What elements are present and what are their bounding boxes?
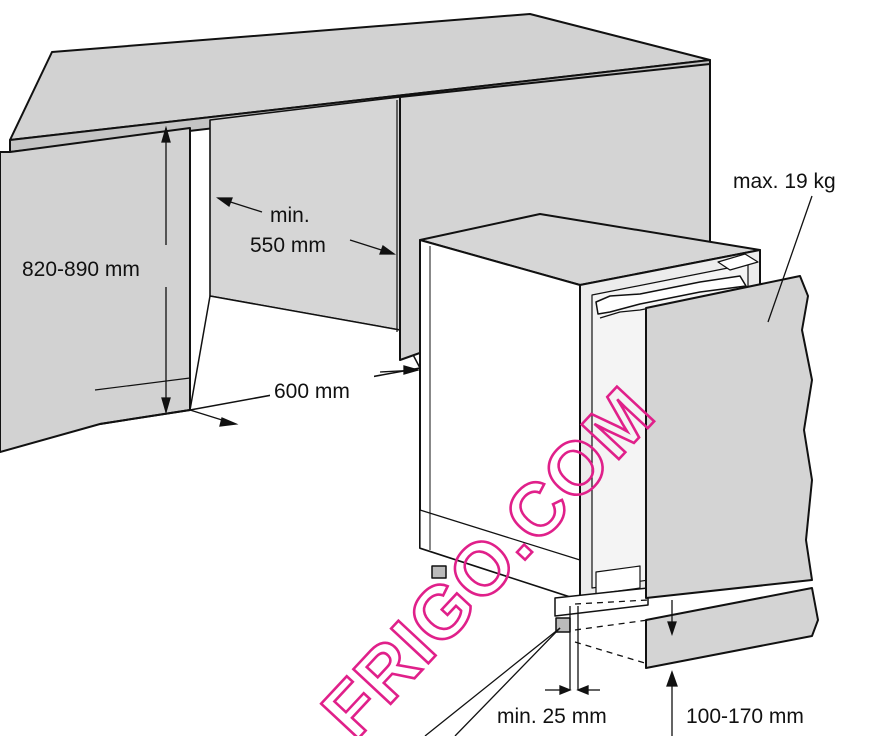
plinth-range-label: 100-170 mm	[686, 705, 804, 728]
fridge-foot	[431, 565, 447, 579]
depth-label: 600 mm	[274, 380, 350, 403]
height-range-label: 820-890 mm	[22, 258, 140, 281]
min-width-label-line1: min.	[270, 204, 310, 227]
decor-door-panel	[645, 275, 819, 669]
plinth-panel	[645, 587, 819, 669]
max-weight-label: max. 19 kg	[733, 170, 836, 193]
left-cabinet-front	[0, 127, 191, 453]
min-gap-label: min. 25 mm	[497, 705, 607, 728]
dimension-lines	[161, 125, 813, 736]
min-width-label-line2: 550 mm	[250, 234, 326, 257]
